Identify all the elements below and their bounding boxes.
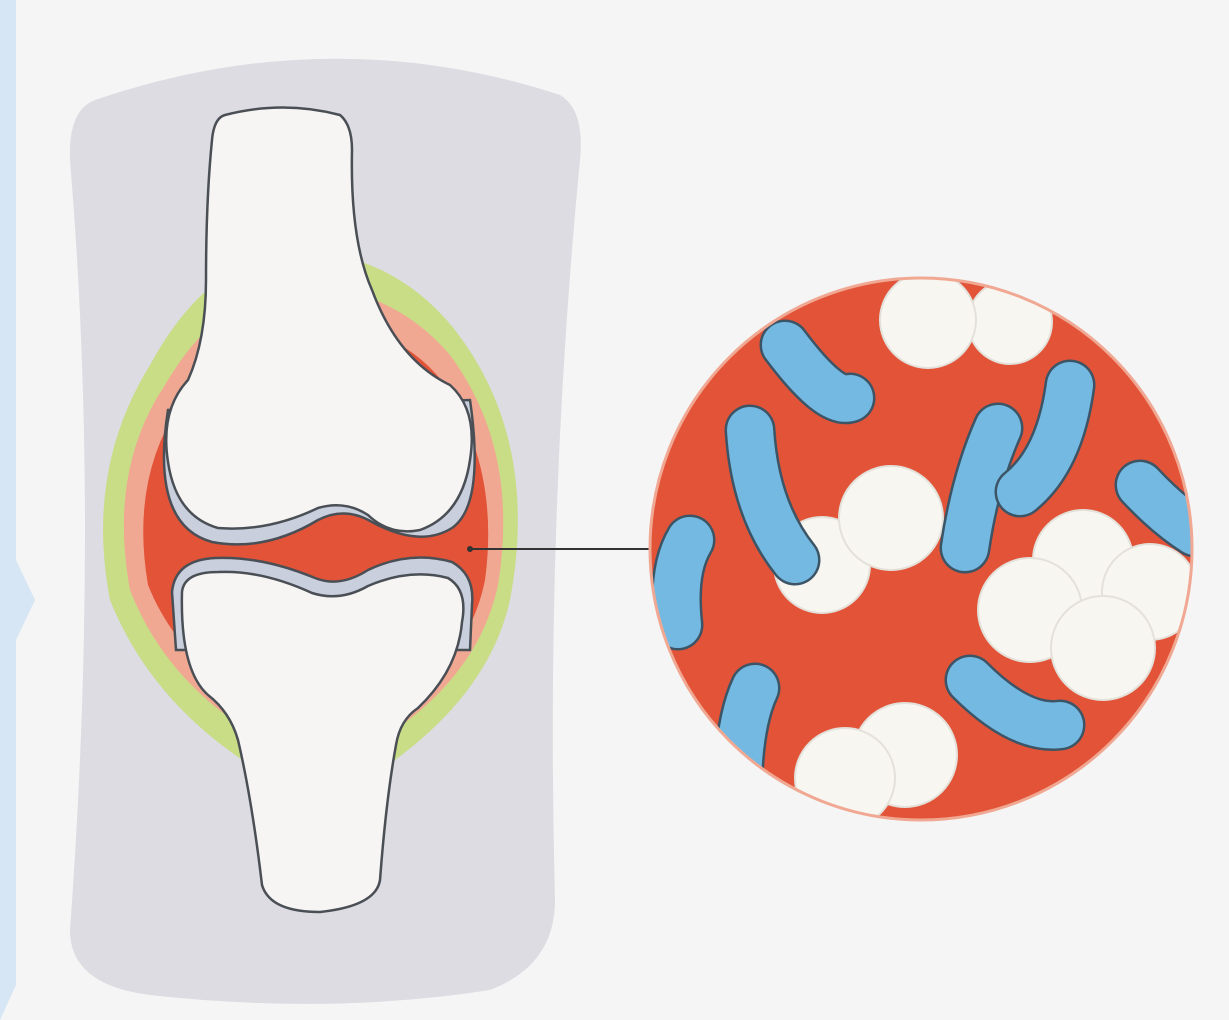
white-blood-cell: [839, 466, 943, 570]
magnified-view: [650, 272, 1198, 828]
white-blood-cell: [880, 272, 976, 368]
pointer-dot: [467, 546, 473, 552]
bacterium: [738, 688, 755, 780]
left-edge-band: [0, 0, 35, 1020]
bacterium: [677, 540, 691, 625]
white-blood-cell: [795, 728, 895, 828]
white-blood-cell: [1051, 596, 1155, 700]
